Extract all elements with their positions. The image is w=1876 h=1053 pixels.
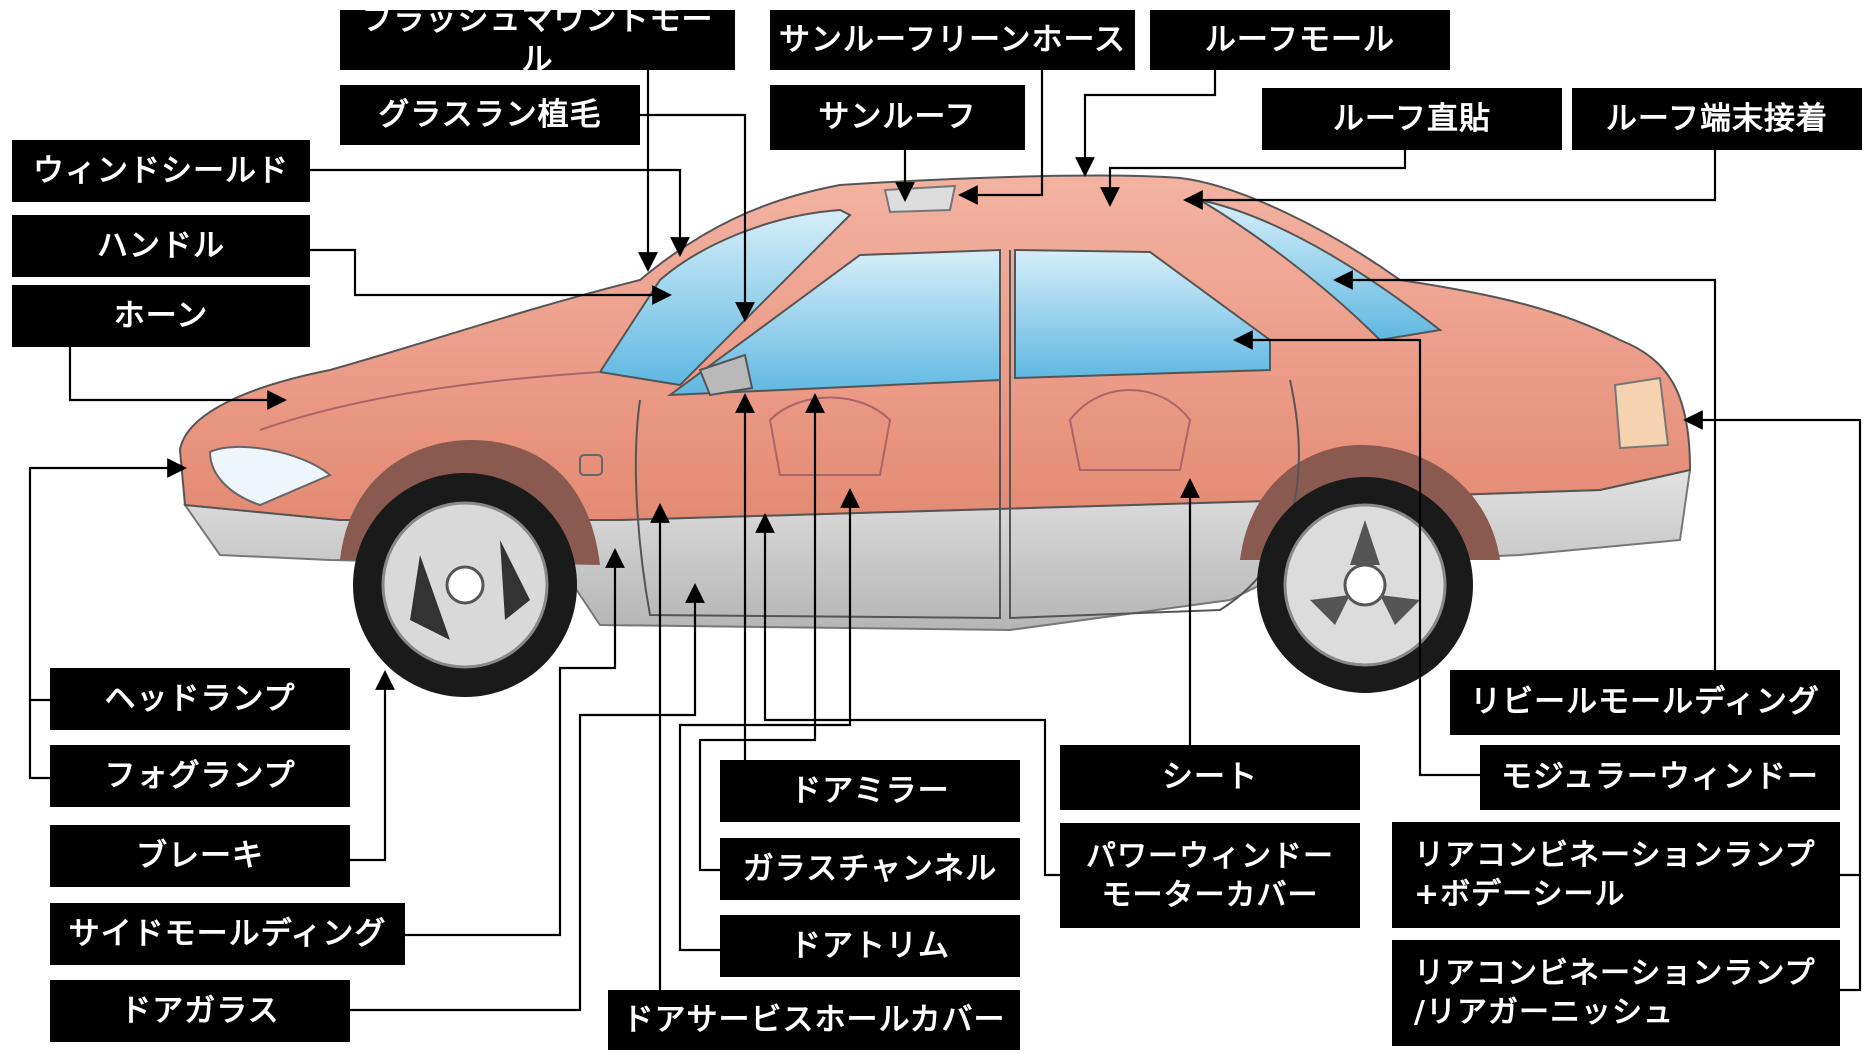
leader-brake <box>350 670 395 862</box>
leader-headlamp <box>28 458 187 702</box>
rear-wheel <box>1257 477 1473 693</box>
leader-horn <box>68 345 287 410</box>
label-headlamp: ヘッドランプ <box>50 668 350 730</box>
label-reveal-molding: リビールモールディング <box>1450 670 1840 735</box>
label-side-molding: サイドモールディング <box>50 903 405 965</box>
leader-foglamp <box>28 700 50 780</box>
label-rear-combi-seal-line1: リアコンビネーションランプ <box>1414 838 1816 873</box>
label-modular-window: モジュラーウィンドー <box>1480 745 1840 810</box>
leader-glass-channel <box>698 393 825 872</box>
leader-glass-run <box>640 113 755 322</box>
label-steering: ハンドル <box>12 215 310 277</box>
leader-reveal-molding <box>1333 270 1717 670</box>
leader-rear-combi-garnish <box>1840 875 1862 992</box>
leader-door-glass <box>350 583 705 1012</box>
leader-roof-direct <box>1100 150 1407 207</box>
label-horn: ホーン <box>12 285 310 347</box>
label-roof-direct: ルーフ直貼 <box>1262 88 1562 150</box>
label-rear-combi-seal-line2: +ボデーシール <box>1414 877 1626 912</box>
fuel-lid <box>579 454 603 476</box>
leader-door-trim <box>678 488 860 952</box>
leader-windshield <box>310 168 690 257</box>
label-foglamp: フォグランプ <box>50 745 350 807</box>
leader-power-window <box>755 513 1060 877</box>
leader-side-molding <box>405 548 625 937</box>
rear-window <box>1199 199 1443 342</box>
leader-lines <box>28 70 1862 1012</box>
label-rear-combi-garnish-line1: リアコンビネーションランプ <box>1414 956 1816 991</box>
label-power-window-line1: パワーウィンドー <box>1086 838 1334 874</box>
front-wheel <box>353 473 577 697</box>
car-illustration <box>178 174 1692 697</box>
hood-line <box>259 371 601 431</box>
sunroof-panel <box>883 184 957 214</box>
leader-rear-combi-seal <box>1683 410 1862 877</box>
leader-sunroof-drain <box>958 70 1044 205</box>
label-roof-mould: ルーフモール <box>1150 10 1450 70</box>
label-windshield: ウィンドシールド <box>12 140 310 202</box>
tail-lamp-shape <box>1613 376 1670 450</box>
leader-roof-mould <box>1075 70 1217 177</box>
label-sunroof-drain-hose: サンルーフリーンホース <box>770 10 1135 70</box>
seat-hint-front <box>768 396 892 476</box>
windshield-glass <box>598 208 852 387</box>
label-glass-run-flocking: グラスラン植毛 <box>340 85 640 145</box>
label-rear-combi-body-seal: リアコンビネーションランプ +ボデーシール <box>1392 822 1840 928</box>
label-rear-combi-garnish-line2: /リアガーニッシュ <box>1414 995 1674 1030</box>
label-glass-channel: ガラスチャンネル <box>720 838 1020 900</box>
label-seat: シート <box>1060 745 1360 810</box>
label-power-window-line2: モーターカバー <box>1101 877 1319 913</box>
label-brake: ブレーキ <box>50 825 350 887</box>
label-door-mirror: ドアミラー <box>720 760 1020 822</box>
label-sunroof: サンルーフ <box>770 85 1025 150</box>
label-roof-end-bonding: ルーフ端末接着 <box>1572 88 1862 150</box>
rear-side-window <box>1014 248 1271 380</box>
label-door-trim: ドアトリム <box>720 915 1020 977</box>
label-door-service-hole-cover: ドアサービスホールカバー <box>608 990 1020 1050</box>
leader-steering <box>310 248 672 305</box>
label-power-window-motor-cover: パワーウィンドー モーターカバー <box>1060 823 1360 928</box>
leader-roof-end <box>1183 150 1717 210</box>
leader-modular-window <box>1233 330 1480 777</box>
label-rear-combi-garnish: リアコンビネーションランプ /リアガーニッシュ <box>1392 940 1840 1046</box>
label-flush-mount-mould: フラッシュマウントモール <box>340 2 735 78</box>
headlamp-shape <box>208 446 332 507</box>
front-door-outline <box>634 250 1001 620</box>
door-mirror-shape <box>698 353 754 397</box>
seat-hint <box>1068 389 1192 471</box>
label-door-glass: ドアガラス <box>50 980 350 1042</box>
